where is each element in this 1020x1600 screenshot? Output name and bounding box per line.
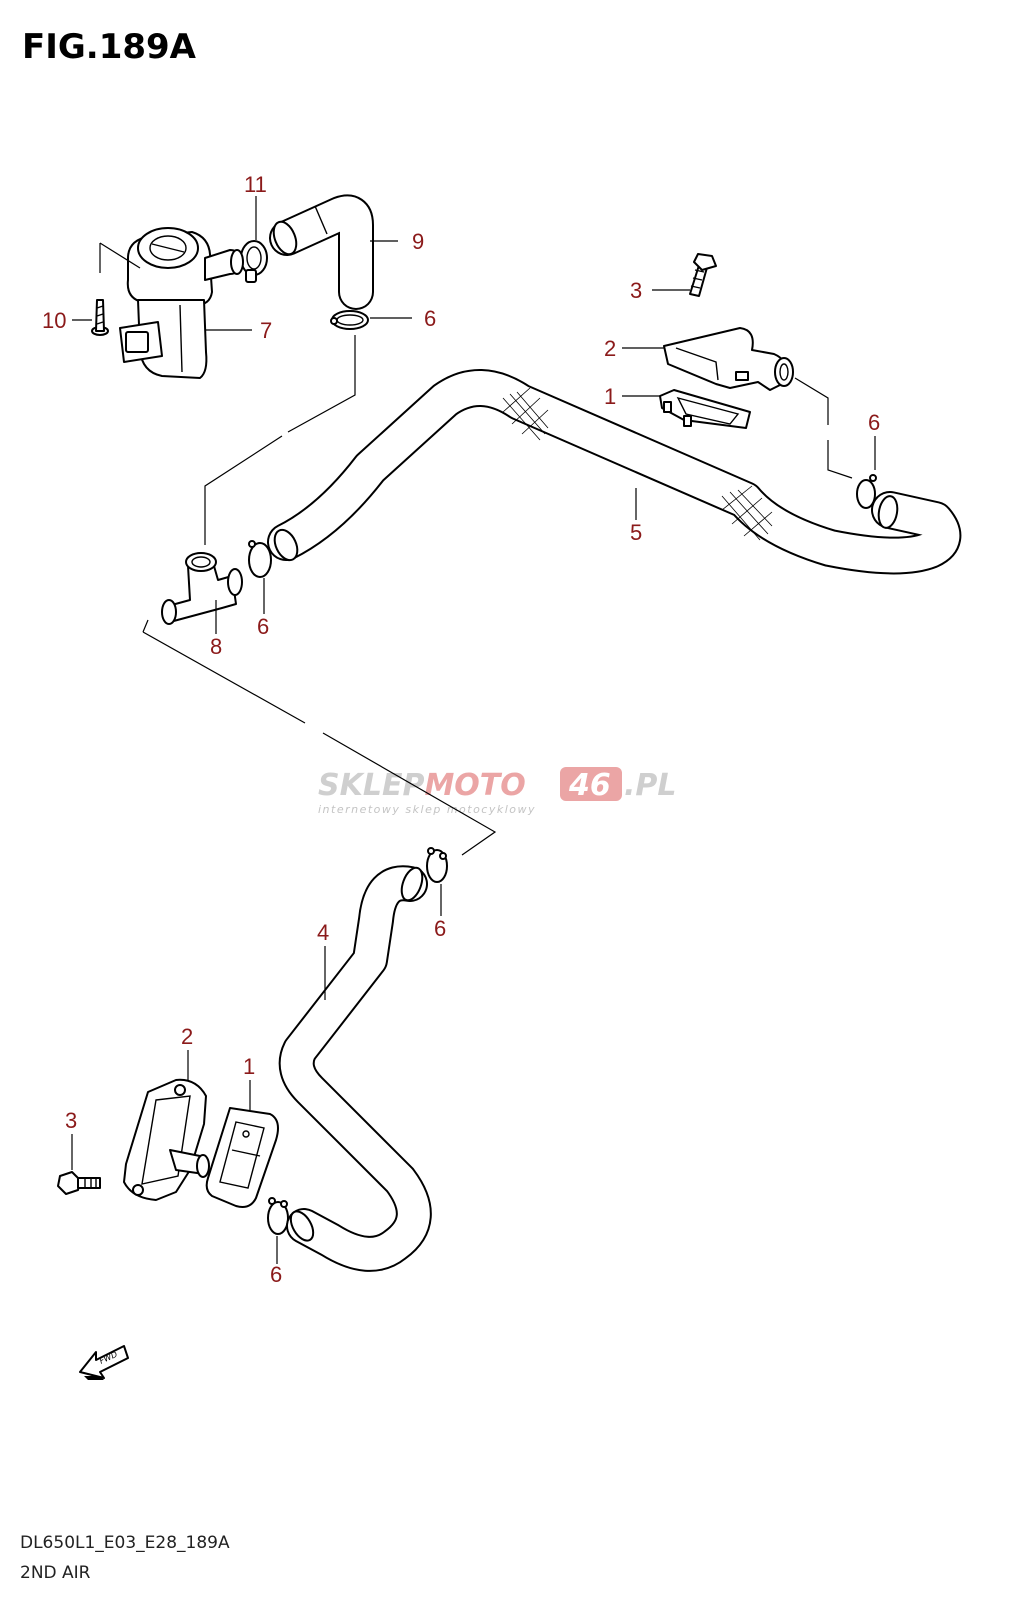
- clamp-6-d: [426, 847, 448, 883]
- clamp-6-a: [330, 310, 369, 330]
- clamp-6-b: [248, 540, 272, 578]
- connector-lines: [142, 335, 853, 856]
- callout-9: 9: [412, 229, 424, 254]
- callout-6-e: 6: [270, 1262, 282, 1287]
- reed-valve-1-top: [659, 389, 751, 429]
- hose-4: [278, 865, 432, 1272]
- callout-4: 4: [317, 920, 329, 945]
- callout-2-top: 2: [604, 336, 616, 361]
- hose-9: [269, 194, 374, 310]
- leader-lines: [71, 196, 876, 1264]
- reed-valve-1-bottom: [205, 1107, 279, 1208]
- watermark-subtitle: internetowy sklep motocyklowy: [318, 803, 536, 816]
- watermark-brand-pl: .PL: [624, 768, 677, 803]
- watermark-badge-text: 46: [568, 768, 611, 803]
- reed-cover-2-bottom: [123, 1078, 210, 1201]
- reed-cover-2-top: [663, 327, 794, 391]
- callout-6-b: 6: [257, 614, 269, 639]
- callout-2-bottom: 2: [181, 1024, 193, 1049]
- callout-6-c: 6: [868, 410, 880, 435]
- watermark-brand-moto: MOTO: [424, 768, 525, 803]
- clamp-6-c: [856, 474, 877, 509]
- callout-7: 7: [260, 318, 272, 343]
- callout-6-d: 6: [434, 916, 446, 941]
- callout-3-bottom: 3: [65, 1108, 77, 1133]
- callout-5: 5: [630, 520, 642, 545]
- callout-1-bottom: 1: [243, 1054, 255, 1079]
- screw-10: [91, 299, 109, 336]
- watermark-brand-sklep: SKLEP: [318, 768, 424, 803]
- fwd-arrow-icon: FWD: [79, 1345, 129, 1380]
- callout-labels: 11 9 10 7 6 3 2 1 6 5 6 8 4 6 2 1 3 6: [42, 172, 880, 1287]
- footer-name: 2ND AIR: [20, 1563, 91, 1583]
- svg-text:SKLEPMOTO: SKLEPMOTO: [318, 768, 526, 803]
- hose-5-sleeve-right: [721, 485, 773, 541]
- t-joint-8: [161, 552, 243, 625]
- callout-6-a: 6: [424, 306, 436, 331]
- clamp-6-e: [267, 1197, 289, 1235]
- hose-5: [267, 369, 962, 575]
- callout-11: 11: [244, 172, 267, 197]
- bolt-3-bottom: [57, 1171, 101, 1195]
- callout-3-top: 3: [630, 278, 642, 303]
- callout-1-top: 1: [604, 384, 616, 409]
- watermark: SKLEPMOTO 46 .PL internetowy sklep motoc…: [318, 767, 677, 816]
- callout-10: 10: [42, 308, 66, 333]
- callout-8: 8: [210, 634, 222, 659]
- hose-5-sleeve-left: [502, 387, 549, 441]
- clamp-11: [240, 240, 268, 283]
- watermark-badge: [560, 767, 622, 801]
- bolt-3-top: [689, 253, 717, 297]
- figure-title: FIG.189A: [22, 27, 197, 67]
- footer-code: DL650L1_E03_E28_189A: [20, 1533, 230, 1553]
- pair-valve-7: [119, 227, 244, 379]
